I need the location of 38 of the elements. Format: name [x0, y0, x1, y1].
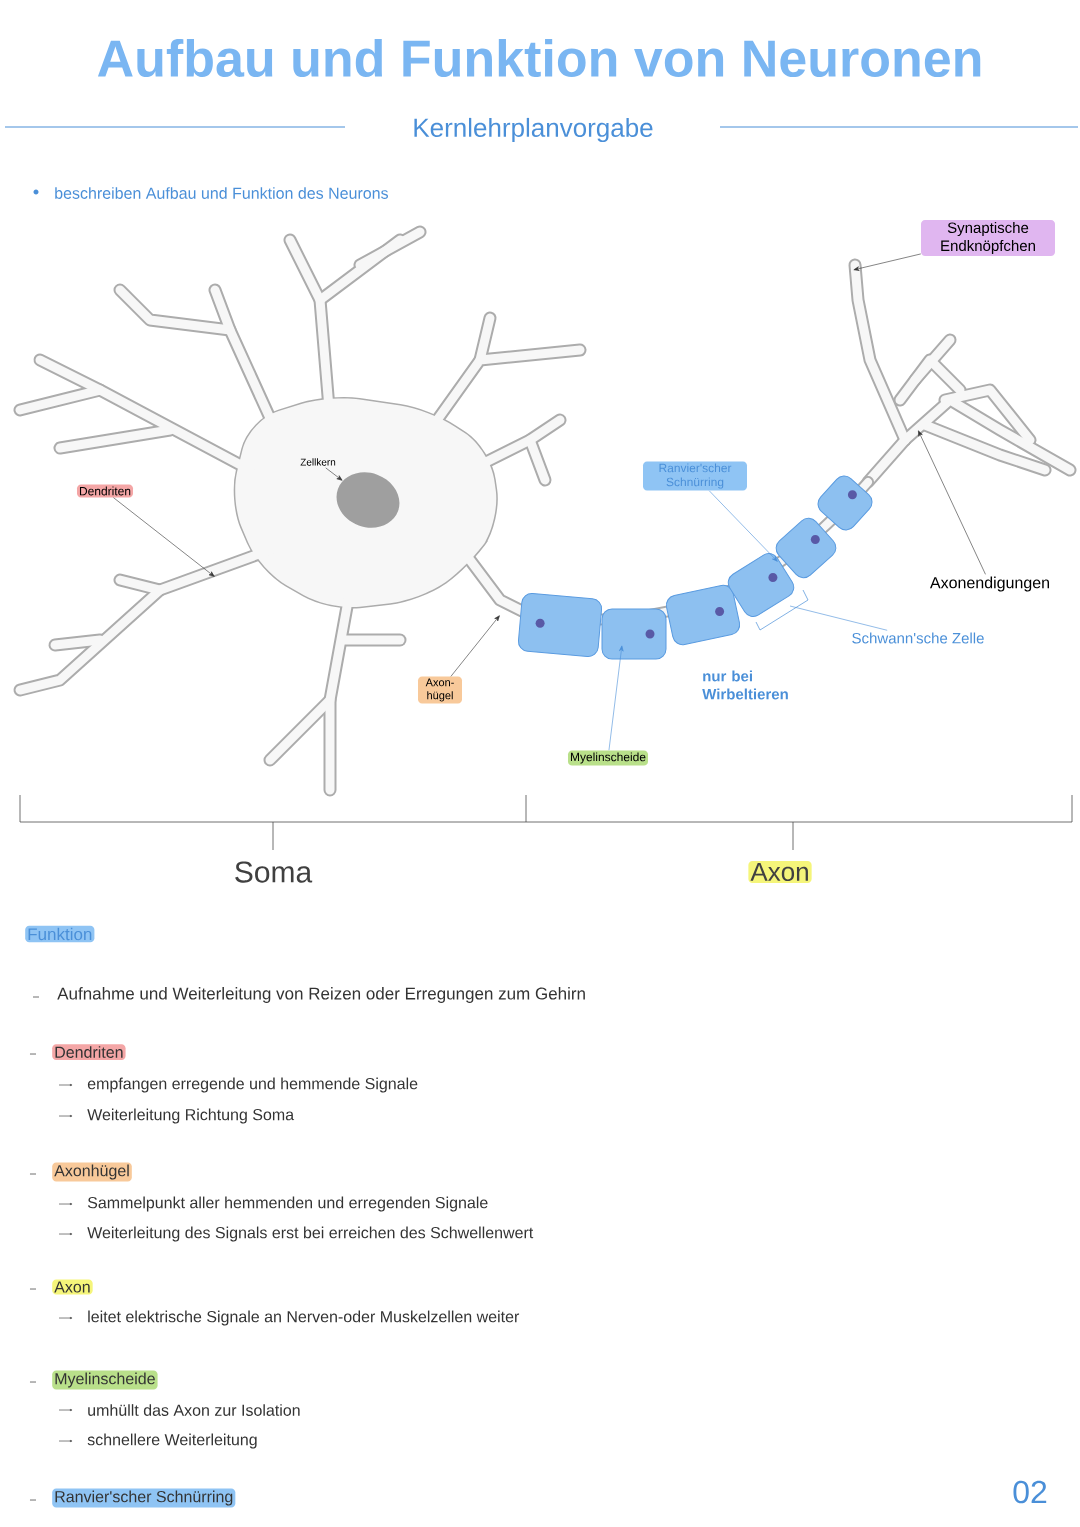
- part-label: Schwann'sche Zelle: [852, 632, 984, 644]
- list-text: schnellere Weiterleitung: [87, 1433, 257, 1449]
- part-label: Dendriten: [77, 484, 133, 498]
- list-text: leitet elektrische Signale an Nerven-oder Muskelzellen weiter: [88, 1310, 520, 1326]
- part-label: Axonendigungen: [930, 576, 1049, 592]
- leader-line: [325, 467, 343, 481]
- part-label: Zellkern: [300, 458, 336, 466]
- list-heading: Axon: [52, 1279, 93, 1295]
- note-text: nur bei Wirbeltieren: [702, 670, 788, 700]
- list-text: Weiterleitung Richtung Soma: [87, 1108, 295, 1124]
- leader-line: [853, 253, 922, 271]
- leader-line: [709, 490, 778, 562]
- leader-line: [450, 615, 500, 677]
- part-label: Ranvier'scher Schnürring: [643, 461, 747, 491]
- bracket-label: Axon: [748, 860, 812, 884]
- list-heading: Ranvier'scher Schnürring: [52, 1488, 236, 1508]
- section-heading: Funktion: [25, 925, 95, 943]
- list-text: Weiterleitung des Signals erst bei erreichen des Schwellenwert: [87, 1226, 534, 1242]
- list-heading: Axonhügel: [52, 1162, 132, 1182]
- bracket-label: Soma: [235, 861, 313, 883]
- part-label: Axon-hügel: [418, 676, 462, 704]
- part-label: Myelinscheide: [568, 750, 648, 766]
- list-text: umhüllt das Axon zur Isolation: [88, 1404, 300, 1416]
- list-heading: Myelinscheide: [52, 1370, 158, 1390]
- title: Aufbau und Funktion von Neuronen: [97, 38, 981, 78]
- list-text: Sammelpunkt aller hemmenden und erregenden Signale: [87, 1196, 488, 1212]
- objective-text: beschreiben Aufbau und Funktion des Neurons: [55, 187, 388, 199]
- list-text: Aufnahme und Weiterleitung von Reizen oder Erregungen zum Gehirn: [57, 987, 585, 1003]
- part-label: Synaptische Endknöpfchen: [921, 220, 1055, 256]
- leader-line: [113, 497, 215, 577]
- list-text: empfangen erregende und hemmende Signale: [87, 1077, 418, 1093]
- leader-line: [608, 645, 624, 751]
- leader-line: [918, 430, 986, 575]
- list-heading: Dendriten: [52, 1044, 126, 1060]
- leader-line: [789, 605, 888, 631]
- page-number: 02: [1013, 1480, 1047, 1504]
- nucleus: [336, 472, 400, 528]
- subtitle: Kernlehrplanvorgabe: [410, 115, 656, 145]
